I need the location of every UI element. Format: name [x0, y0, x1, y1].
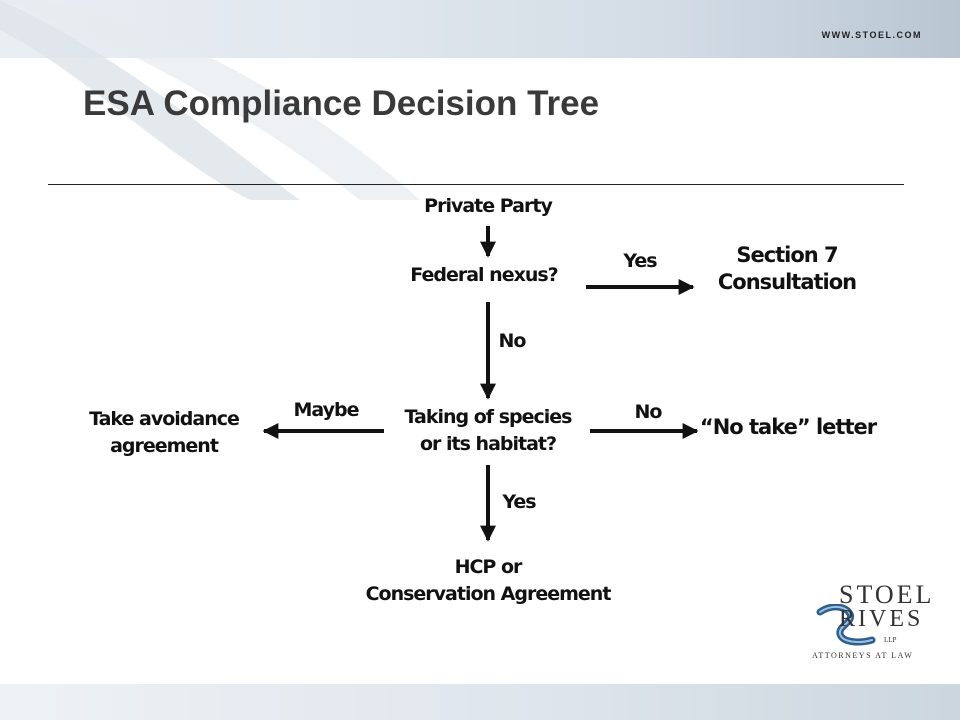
node-no-take-letter: “No take” letter: [699, 414, 877, 440]
node-no-take-label: “No take” letter: [699, 415, 877, 439]
node-private-party: Private Party: [424, 193, 553, 219]
logo-name-line2: RIVES: [839, 606, 924, 632]
footer-band: [0, 684, 960, 720]
edge-label-no-middle: No: [498, 330, 527, 352]
edge-label-yes-top: Yes: [623, 250, 657, 272]
node-taking-of-species: Taking of species or its habitat?: [404, 404, 573, 458]
node-hcp-line2: Conservation Agreement: [365, 583, 612, 605]
node-take-avoidance-agreement: Take avoidance agreement: [89, 406, 240, 460]
node-taking-line1: Taking of species: [404, 406, 573, 428]
node-federal-nexus: Federal nexus?: [410, 262, 558, 288]
edge-label-yes-bottom: Yes: [502, 491, 536, 513]
decorative-swoosh: [0, 0, 420, 200]
stoel-rives-logo: STOEL RIVES LLP ATTORNEYS AT LAW: [812, 580, 932, 670]
node-section-7-consultation: Section 7 Consultation: [717, 242, 857, 296]
node-section-7-line2: Consultation: [717, 270, 857, 294]
logo-tagline: ATTORNEYS AT LAW: [812, 651, 914, 660]
node-avoidance-line1: Take avoidance: [89, 408, 240, 430]
website-url: WWW.STOEL.COM: [821, 30, 922, 40]
node-private-party-label: Private Party: [424, 195, 553, 217]
node-section-7-line1: Section 7: [736, 243, 838, 267]
logo-name-line1: STOEL: [839, 580, 935, 609]
node-hcp-line1: HCP or: [454, 556, 523, 578]
logo-suffix: LLP: [884, 636, 897, 644]
edge-label-maybe-left: Maybe: [293, 399, 359, 421]
title-divider: [48, 184, 904, 185]
node-hcp-conservation-agreement: HCP or Conservation Agreement: [365, 554, 612, 608]
node-avoidance-line2: agreement: [110, 435, 219, 457]
logo-river-icon: [816, 604, 876, 646]
page-title: ESA Compliance Decision Tree: [83, 84, 600, 123]
node-taking-line2: or its habitat?: [419, 433, 557, 455]
node-federal-nexus-label: Federal nexus?: [410, 264, 558, 286]
edge-label-no-right: No: [634, 401, 663, 423]
